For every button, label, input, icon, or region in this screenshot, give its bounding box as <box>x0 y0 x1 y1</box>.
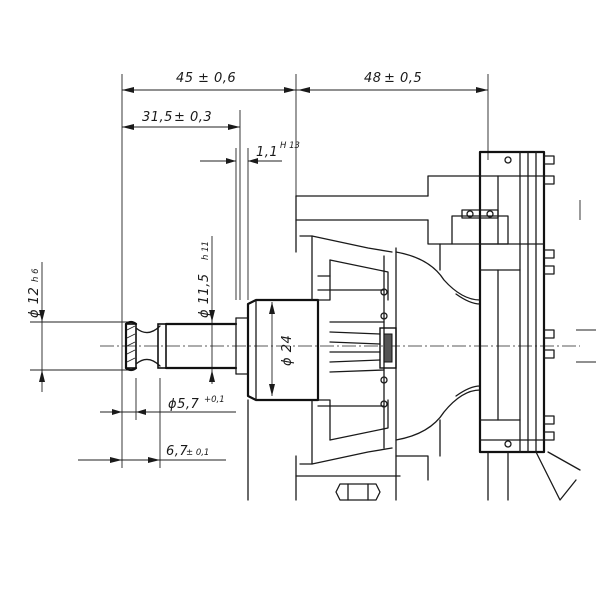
dim-overall-left: 45 ± 0,6 <box>121 71 297 468</box>
commutator <box>299 235 397 501</box>
dim-overall-left-tol: ± 0,6 <box>198 71 236 86</box>
dim-dia-hub: ϕ 24 <box>269 302 295 396</box>
dim-shaft-length: 31,5 ± 0,3 <box>122 110 241 300</box>
terminal-block <box>478 150 596 501</box>
dim-gap-value: 1,1 <box>256 145 278 160</box>
dim-dia-shaft-value: ϕ 11,5 <box>197 273 212 318</box>
dim-groove-pos-tol: ± 0,1 <box>186 448 209 458</box>
dim-dia-groove-value: ϕ5,7 <box>168 397 199 412</box>
dim-dia-shaft-tol: h 11 <box>201 241 211 260</box>
dim-groove-pos: 6,7 ± 0,1 <box>78 378 226 468</box>
dim-dia-shaft-end-tol: h 6 <box>31 268 41 282</box>
dim-gap: 1,1 H 13 <box>200 141 300 300</box>
dim-overall-right-value: 48 <box>364 71 382 86</box>
dim-groove-pos-value: 6,7 <box>166 444 188 459</box>
housing <box>247 175 481 501</box>
dim-dia-shaft-end-value: ϕ 12 <box>27 287 42 318</box>
hub <box>246 259 331 441</box>
dim-dia-groove: ϕ5,7 +0,1 <box>100 378 236 420</box>
dim-shaft-length-value: 31,5 <box>142 110 173 125</box>
shaft <box>124 317 249 375</box>
dim-dia-groove-tol: +0,1 <box>204 395 225 405</box>
dim-dia-hub-value: ϕ 24 <box>280 335 295 366</box>
dim-dia-shaft-end: ϕ 12 h 6 <box>27 262 130 392</box>
dim-dia-shaft: ϕ 11,5 h 11 <box>197 236 215 384</box>
dim-shaft-length-tol: ± 0,3 <box>174 110 212 125</box>
dim-overall-right-tol: ± 0,5 <box>384 71 422 86</box>
dim-gap-tol: H 13 <box>280 141 300 151</box>
dim-overall-left-value: 45 <box>176 71 194 86</box>
dim-overall-right: 48 ± 0,5 <box>296 71 489 160</box>
